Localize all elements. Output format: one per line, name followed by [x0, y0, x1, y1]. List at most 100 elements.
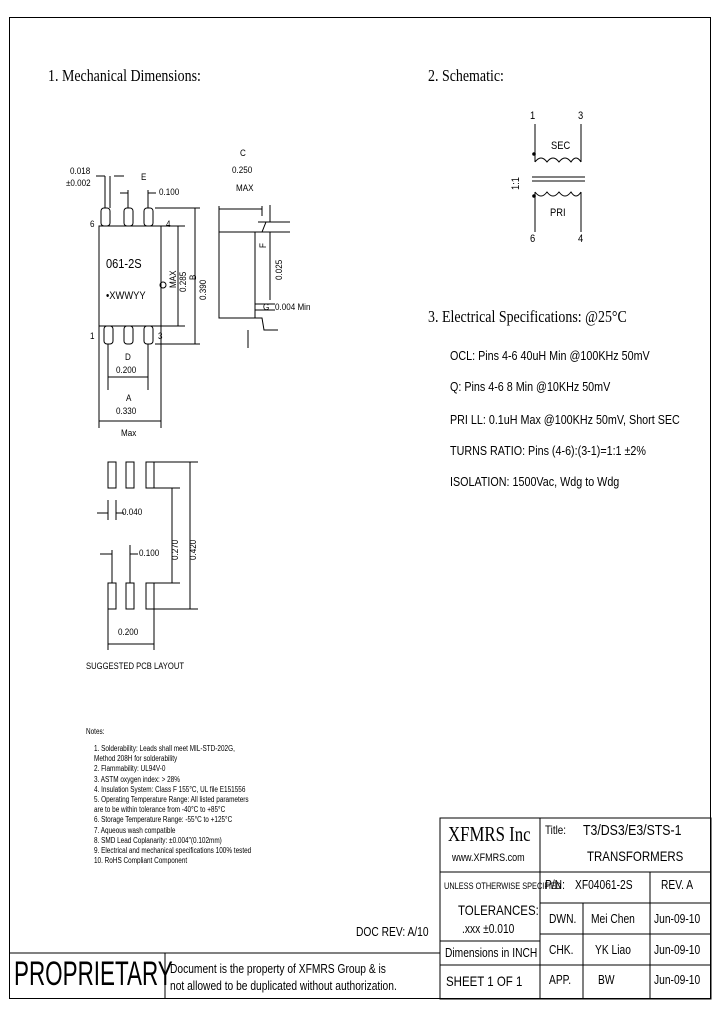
pin-1-label: 1: [90, 331, 95, 342]
dim-g: 0.004 Min: [275, 302, 311, 313]
title-label: Title:: [545, 823, 566, 837]
pad-5: [125, 461, 135, 489]
dim-c-max: MAX: [236, 183, 254, 194]
spec-ocl: OCL: Pins 4-6 40uH Min @100KHz 50mV: [450, 349, 650, 363]
package-notch: [159, 281, 167, 289]
app-date: Jun-09-10: [654, 973, 701, 987]
note-line: 8. SMD Lead Coplanarity: ±0.004"(0.102mm…: [94, 835, 222, 845]
chk-label: CHK.: [549, 943, 574, 957]
proprietary-line2: not allowed to be duplicated without aut…: [170, 979, 397, 993]
proprietary-word: PROPRIETARY: [14, 955, 173, 993]
company-website: www.XFMRS.com: [452, 852, 525, 864]
pcb-dim-100: 0.100: [139, 548, 160, 559]
chk-date: Jun-09-10: [654, 943, 701, 957]
pin-2-lead: [123, 325, 134, 345]
dim-390: 0.390: [198, 279, 209, 300]
sch-ratio: 1:1: [510, 176, 522, 190]
note-line: 3. ASTM oxygen index: > 28%: [94, 774, 180, 784]
title-line2: TRANSFORMERS: [587, 848, 684, 864]
sch-pri: PRI: [550, 207, 566, 219]
label-g: G: [263, 302, 270, 313]
proprietary-line1: Document is the property of XFMRS Group …: [170, 962, 386, 976]
unless-specified: UNLESS OTHERWISE SPECIFIED: [444, 881, 562, 891]
note-line: are to be within tolerance from -40°C to…: [94, 805, 226, 815]
tolerances-label: TOLERANCES:: [458, 902, 539, 918]
note-line: 6. Storage Temperature Range: -55°C to +…: [94, 815, 233, 825]
date-marking: •XWWYY: [106, 290, 146, 302]
spec-turns: TURNS RATIO: Pins (4-6):(3-1)=1:1 ±2%: [450, 444, 646, 458]
tolerance-value: .xxx ±0.010: [462, 922, 515, 936]
sch-pin-6: 6: [530, 233, 536, 245]
note-line: Method 208H for solderability: [94, 754, 178, 764]
dwn-name: Mei Chen: [591, 912, 635, 926]
pin-6-lead: [100, 207, 111, 227]
pin-5-lead: [123, 207, 134, 227]
pin-1-lead: [103, 325, 114, 345]
mechanical-title: 1. Mechanical Dimensions:: [48, 66, 201, 85]
notes-list: 1. Solderability: Leads shall meet MIL-S…: [94, 744, 251, 866]
package-body: [98, 225, 162, 327]
note-line: 10. RoHS Compliant Component: [94, 856, 188, 866]
dim-e: 0.100: [159, 187, 180, 198]
pin-6-label: 6: [90, 219, 95, 230]
notes-title: Notes:: [86, 727, 105, 736]
pin-4-label: 4: [166, 219, 171, 230]
sch-pin-1: 1: [530, 110, 536, 122]
sch-pin-4: 4: [578, 233, 584, 245]
dim-b-max: MAX: [168, 270, 179, 288]
label-f: F: [258, 243, 269, 248]
dim-002: ±0.002: [66, 178, 91, 189]
dwn-label: DWN.: [549, 912, 577, 926]
schematic-title: 2. Schematic:: [428, 66, 504, 85]
label-c: C: [240, 148, 246, 159]
label-e: E: [141, 172, 147, 183]
dimensions-unit: Dimensions in INCH: [445, 946, 538, 960]
dim-f: 0.025: [274, 259, 285, 280]
dim-d: 0.200: [116, 365, 137, 376]
electrical-title: 3. Electrical Specifications: @25°C: [428, 307, 627, 326]
sheet-count: SHEET 1 OF 1: [446, 973, 523, 989]
label-a: A: [126, 393, 132, 404]
dwn-date: Jun-09-10: [654, 912, 701, 926]
sch-sec: SEC: [551, 140, 571, 152]
pcb-dim-270: 0.270: [170, 539, 181, 560]
sch-pin-3: 3: [578, 110, 584, 122]
dim-a: 0.330: [116, 406, 137, 417]
pad-1: [107, 582, 117, 610]
note-line: 2. Flammability: UL94V-0: [94, 764, 166, 774]
note-line: 1. Solderability: Leads shall meet MIL-S…: [94, 744, 235, 753]
pin-3-lead: [143, 325, 154, 345]
pin-4-lead: [143, 207, 154, 227]
pcb-caption: SUGGESTED PCB LAYOUT: [86, 661, 185, 671]
dim-c: 0.250: [232, 165, 253, 176]
app-label: APP.: [549, 973, 572, 987]
revision: REV. A: [661, 878, 694, 892]
note-line: 9. Electrical and mechanical specificati…: [94, 846, 252, 856]
package-side-body: [218, 231, 256, 319]
pcb-dim-420: 0.420: [188, 539, 199, 560]
pad-3: [145, 582, 155, 610]
part-marking: 061-2S: [106, 256, 142, 271]
note-line: 5. Operating Temperature Range: All list…: [94, 795, 249, 805]
spec-q: Q: Pins 4-6 8 Min @10KHz 50mV: [450, 380, 611, 394]
pad-4: [145, 461, 155, 489]
chk-name: YK Liao: [595, 943, 631, 957]
spec-isolation: ISOLATION: 1500Vac, Wdg to Wdg: [450, 475, 620, 489]
pad-2: [125, 582, 135, 610]
company-name: XFMRS Inc: [448, 822, 531, 846]
pcb-dim-200: 0.200: [118, 627, 139, 638]
drawing-frame: [9, 17, 711, 999]
doc-revision: DOC REV: A/10: [356, 925, 429, 939]
part-number: XF04061-2S: [575, 878, 633, 892]
pin-3-label: 3: [158, 331, 163, 342]
label-d: D: [125, 352, 131, 363]
app-name: BW: [598, 973, 615, 987]
note-line: 4. Insulation System: Class F 155°C, UL …: [94, 784, 246, 794]
dim-018: 0.018: [70, 166, 91, 177]
pn-label: P/N:: [545, 878, 565, 892]
dim-a-max: Max: [121, 428, 137, 439]
pad-6: [107, 461, 117, 489]
pcb-dim-040: 0.040: [122, 507, 143, 518]
spec-pri-ll: PRI LL: 0.1uH Max @100KHz 50mV, Short SE…: [450, 413, 680, 427]
